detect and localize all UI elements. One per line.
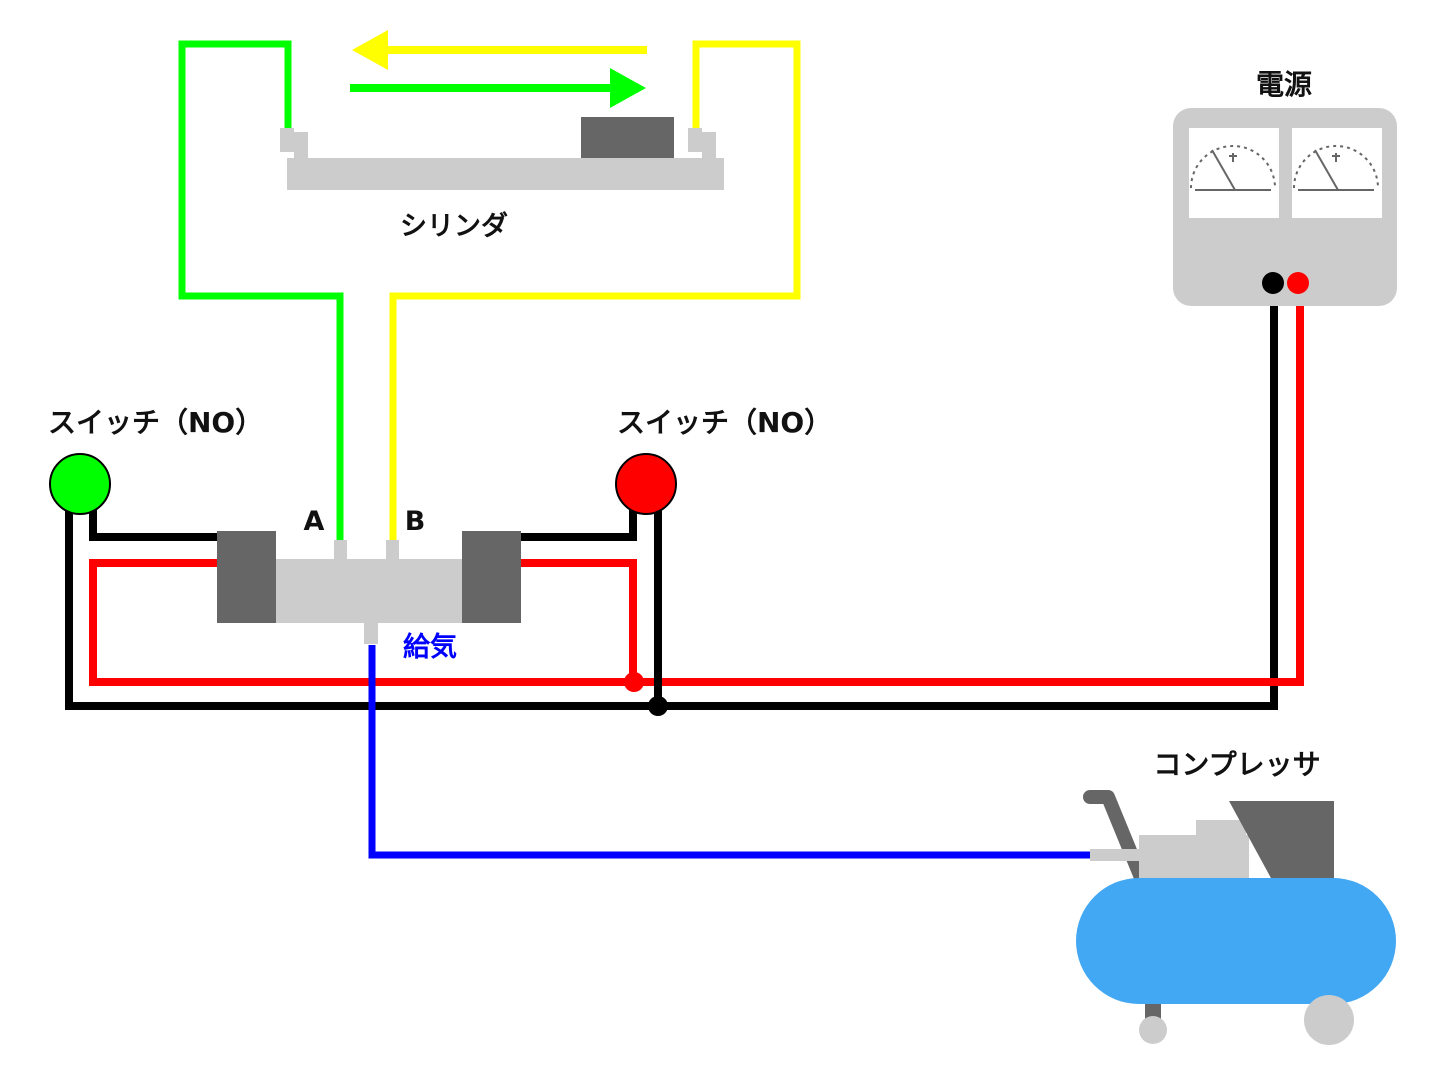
compressor — [1076, 790, 1396, 1045]
wire-switch-left-solenoid — [89, 510, 220, 541]
meter-right-icon — [1292, 128, 1382, 218]
wire-positive-main — [89, 285, 1304, 686]
valve-port-a — [334, 540, 347, 560]
cylinder — [280, 117, 724, 190]
port-a-label: A — [304, 506, 325, 537]
valve-port-b — [386, 540, 399, 560]
power-supply — [1173, 108, 1397, 306]
compressor-cover — [1229, 801, 1334, 880]
cylinder-piston — [581, 117, 674, 159]
cylinder-body — [287, 158, 724, 190]
compressor-wheel-small — [1139, 1016, 1167, 1044]
terminal-positive — [1287, 272, 1309, 294]
compressor-outlet — [1090, 849, 1142, 861]
air-supply-line — [368, 645, 1094, 859]
arrow-right-green — [350, 68, 646, 108]
cylinder-label: シリンダ — [400, 210, 508, 242]
solenoid-left — [217, 531, 276, 623]
compressor-label: コンプレッサ — [1153, 748, 1320, 781]
valve-body — [274, 559, 464, 623]
power-supply-label: 電源 — [1256, 68, 1312, 101]
arrow-left-yellow — [352, 30, 647, 70]
wire-positive-right — [520, 559, 637, 682]
compressor-tank — [1076, 878, 1396, 1004]
wire-switch-right-solenoid — [520, 510, 637, 541]
compressor-handle — [1083, 790, 1149, 887]
line-b-yellow — [389, 40, 801, 540]
junction-positive — [624, 672, 644, 692]
cylinder-port-a — [280, 128, 308, 158]
wire-negative-main — [65, 285, 1278, 710]
switch-left-label: スイッチ（NO） — [48, 406, 263, 439]
valve-port-supply — [364, 622, 378, 644]
meter-left-icon — [1189, 128, 1279, 218]
junction-negative — [648, 696, 668, 716]
switch-right-label: スイッチ（NO） — [617, 406, 832, 439]
compressor-wheel-large — [1304, 995, 1354, 1045]
switch-right-button[interactable] — [615, 453, 677, 515]
cylinder-port-b — [688, 128, 716, 158]
terminal-negative — [1262, 272, 1284, 294]
solenoid-right — [462, 531, 521, 623]
line-a-green — [178, 40, 344, 540]
port-b-label: B — [405, 506, 426, 537]
solenoid-valve — [217, 531, 521, 644]
switch-left-button[interactable] — [49, 453, 111, 515]
air-supply-label: 給気 — [403, 631, 457, 663]
